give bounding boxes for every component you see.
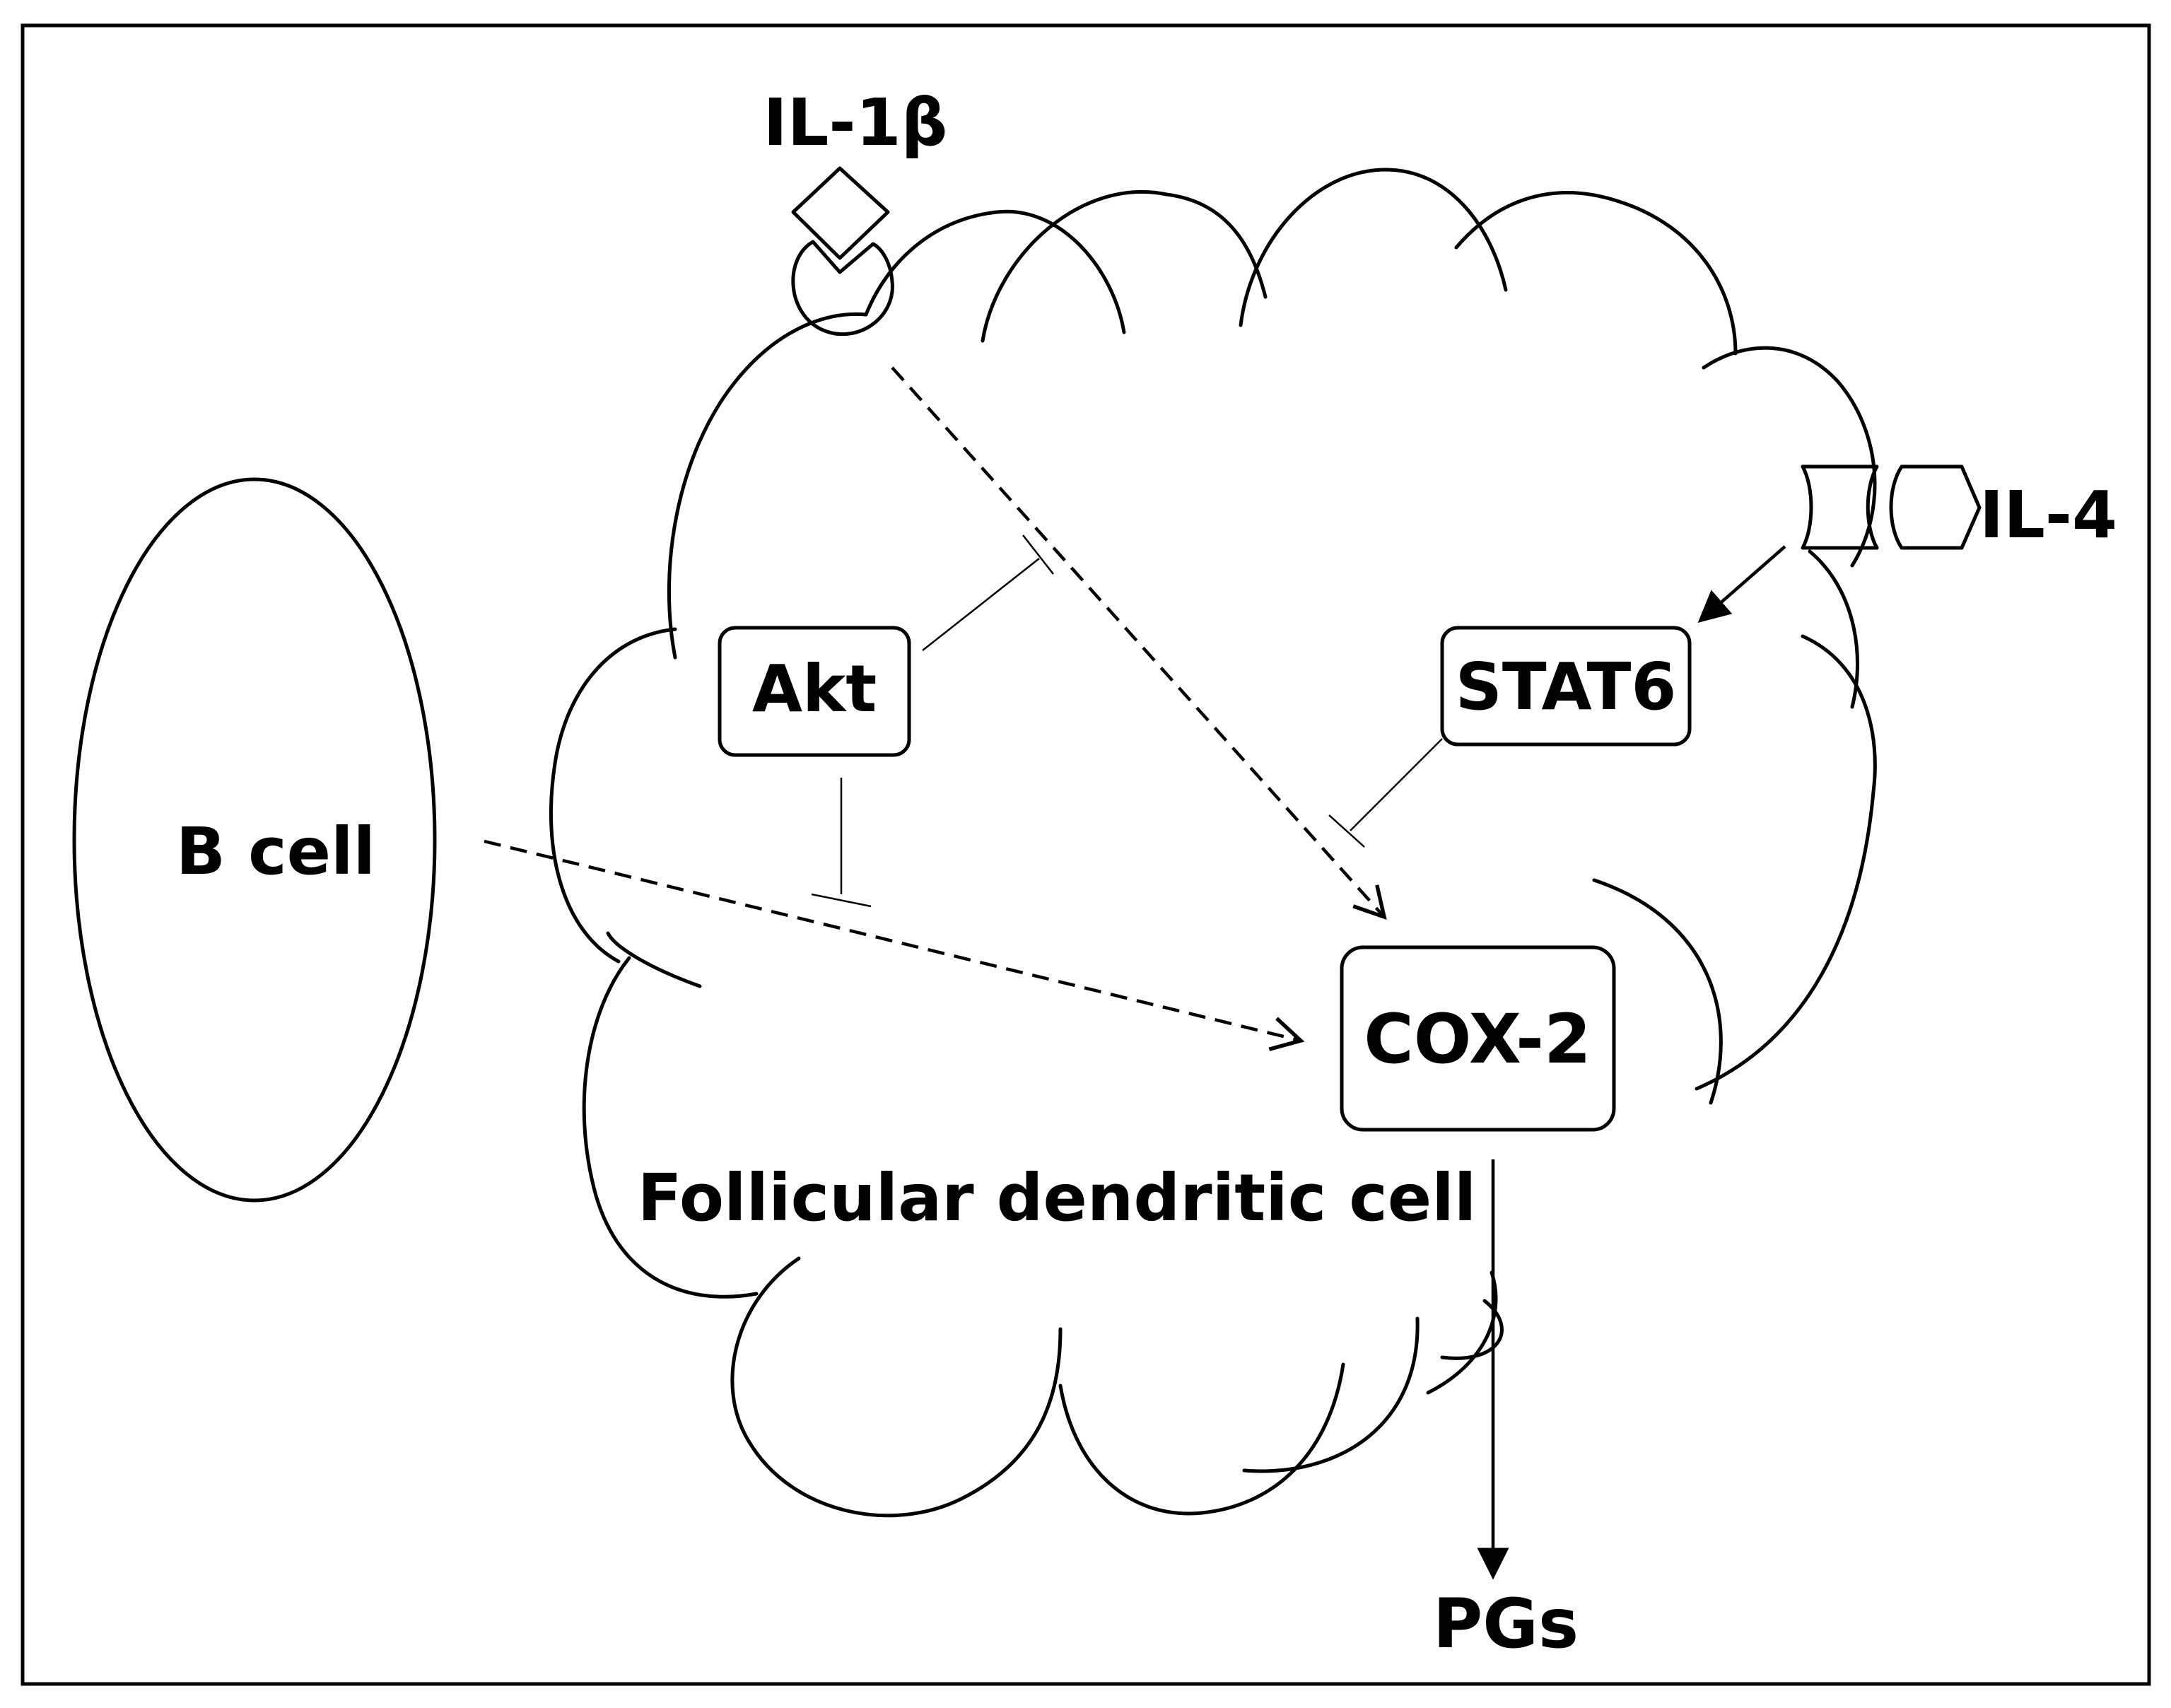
diagram-frame: [21, 23, 2151, 1686]
il4-ligand: [1889, 464, 1982, 550]
cox2-label: COX-2: [1364, 1000, 1591, 1079]
pgs-label: PGs: [1433, 1584, 1579, 1663]
il4-to-stat6-arrow: [1697, 545, 1786, 623]
akt-inhibits-il1b-bar: [1022, 534, 1054, 575]
b-cell-shape: [72, 477, 437, 1203]
b-cell-label: B cell: [176, 814, 375, 889]
bcell-to-cox2-arrow: [484, 839, 1305, 1051]
il1b-to-cox2-arrow: [891, 366, 1387, 920]
cox2-box: [1340, 945, 1616, 1132]
akt-inhibits-bcell-bar: [811, 893, 872, 908]
stat6-label: STAT6: [1456, 649, 1677, 725]
akt-inhibits-il1b-line: [922, 558, 1040, 651]
il1b-ligand-diamond: [791, 166, 890, 260]
stat6-inhibits-bar: [1328, 814, 1365, 848]
fdc-membrane: [549, 168, 1877, 1518]
il4-label: IL-4: [1979, 477, 2117, 553]
il1b-label: IL-1β: [763, 85, 948, 160]
il4-receptor: [1801, 464, 1879, 550]
il1b-receptor: [791, 240, 894, 337]
akt-label: Akt: [752, 651, 877, 727]
akt-box: [718, 626, 911, 757]
stat6-box: [1440, 626, 1692, 747]
fdc-label: Follicular dendritic cell: [638, 1160, 1477, 1236]
stat6-inhibits-line: [1350, 738, 1443, 831]
